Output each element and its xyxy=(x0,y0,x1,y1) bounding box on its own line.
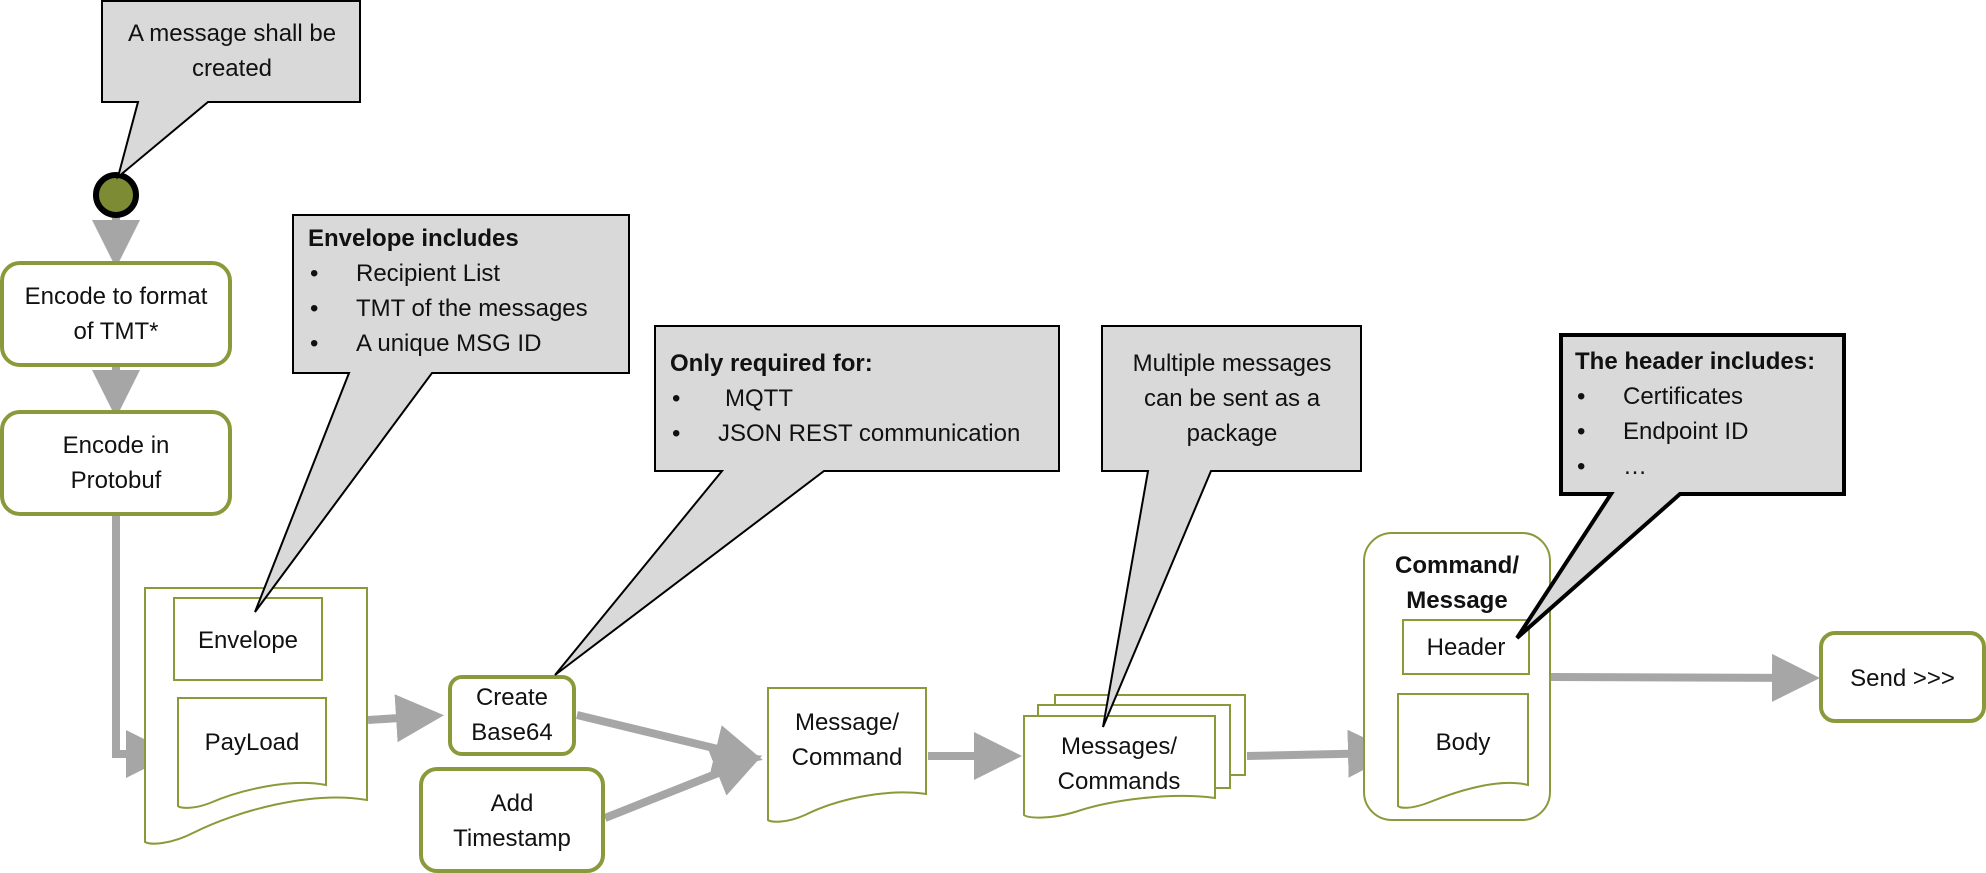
callout-only-required-text: Only required for: MQTT JSON REST commun… xyxy=(670,346,1020,451)
callout-message-created-text: A message shall be created xyxy=(127,20,337,82)
callout-envelope-item: TMT of the messages xyxy=(308,291,588,326)
callout-header-title: The header includes: xyxy=(1575,348,1816,375)
body-document-shape xyxy=(1397,693,1529,809)
header-box xyxy=(1402,619,1530,675)
add-timestamp-label: Add Timestamp xyxy=(453,790,571,852)
send-box xyxy=(1819,631,1986,723)
arrow-container-to-send xyxy=(1550,653,1820,702)
messages-document-shape xyxy=(1023,715,1216,819)
callout-only-required-title: Only required for: xyxy=(670,350,873,377)
header-label: Header xyxy=(1426,633,1506,661)
arrow-doc-to-base64 xyxy=(367,694,444,743)
envelope-box xyxy=(173,597,323,681)
encode-tmt-box xyxy=(0,261,232,367)
messages-commands-label: Messages/ Commands xyxy=(1057,733,1181,795)
arrow-base64-to-message xyxy=(576,711,763,772)
create-base64-label: Create Base64 xyxy=(471,684,553,746)
callout-header-item: Endpoint ID xyxy=(1575,414,1815,449)
add-timestamp-box xyxy=(419,767,605,873)
encode-tmt-label: Encode to format of TMT* xyxy=(24,283,208,345)
callout-multiple-text: Multiple messages can be sent as a packa… xyxy=(1132,349,1332,447)
payload-document-shape xyxy=(177,697,327,809)
callout-header-item: … xyxy=(1575,449,1815,484)
start-node xyxy=(93,172,139,218)
encode-protobuf-label: Encode in Protobuf xyxy=(62,432,170,494)
callout-only-required-item: JSON REST communication xyxy=(670,416,1020,451)
callout-envelope-title: Envelope includes xyxy=(308,225,519,252)
callout-header-text: The header includes: Certificates Endpoi… xyxy=(1575,344,1815,484)
callout-only-required-item: MQTT xyxy=(670,381,1020,416)
create-base64-box xyxy=(448,675,576,756)
body-label: Body xyxy=(1435,728,1491,756)
callout-message-created xyxy=(101,0,361,180)
callout-header-item: Certificates xyxy=(1575,379,1815,414)
payload-label: PayLoad xyxy=(204,728,300,756)
arrow-messages-to-body xyxy=(1246,729,1396,778)
arrow-timestamp-to-message xyxy=(603,750,763,822)
send-label: Send >>> xyxy=(1850,664,1955,692)
envelope-label: Envelope xyxy=(197,626,299,654)
callout-envelope-item: A unique MSG ID xyxy=(308,326,588,361)
connectors xyxy=(92,214,1820,822)
message-command-label: Message/ Command xyxy=(791,709,903,771)
callout-multiple xyxy=(1101,325,1362,728)
callout-envelope-text: Envelope includes Recipient List TMT of … xyxy=(308,221,588,361)
callout-envelope-item: Recipient List xyxy=(308,256,588,291)
message-document-shape xyxy=(767,687,927,823)
command-message-label: Command/ Message xyxy=(1394,552,1519,614)
encode-protobuf-box xyxy=(0,410,232,516)
